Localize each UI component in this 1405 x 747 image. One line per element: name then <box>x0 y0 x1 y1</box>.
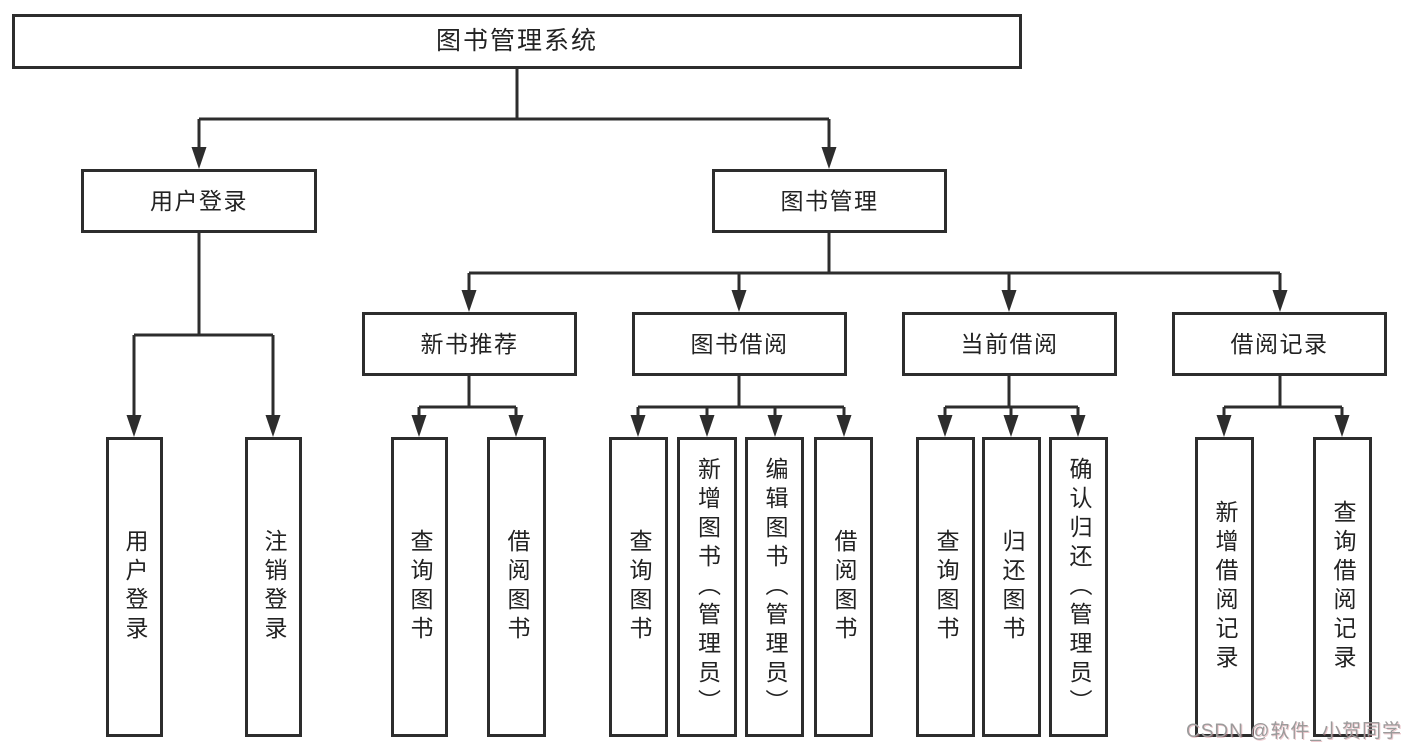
edge-root-to-level2 <box>197 69 831 149</box>
arrowhead <box>1070 415 1086 437</box>
arrowhead <box>1334 415 1350 437</box>
edge-borrow-records-to-children <box>1222 376 1344 417</box>
arrowhead <box>411 415 427 437</box>
leaf-recommend-query-books: 查询图书 <box>391 437 448 737</box>
node-book-management: 图书管理 <box>712 169 947 233</box>
node-borrow-records: 借阅记录 <box>1172 312 1387 376</box>
node-new-book-recommend: 新书推荐 <box>362 312 577 376</box>
arrowhead <box>1003 415 1019 437</box>
arrowhead <box>731 290 747 312</box>
arrowhead <box>191 147 207 169</box>
edge-user-login-to-children <box>132 233 275 417</box>
leaf-current-return-books: 归还图书 <box>982 437 1041 737</box>
arrowhead <box>265 415 281 437</box>
edge-book-management-to-children <box>467 233 1282 292</box>
arrowhead <box>767 415 783 437</box>
arrowhead <box>1272 290 1288 312</box>
arrowhead <box>1001 290 1017 312</box>
leaf-user-login: 用户登录 <box>106 437 163 737</box>
arrowhead <box>1216 415 1232 437</box>
arrowhead <box>508 415 524 437</box>
node-user-login: 用户登录 <box>81 169 317 233</box>
csdn-watermark: CSDN @软件_小贺同学 <box>1186 721 1402 742</box>
leaf-current-query-books: 查询图书 <box>916 437 975 737</box>
arrowhead <box>630 415 646 437</box>
leaf-current-confirm-return-admin: 确认归还（管理员） <box>1049 437 1108 737</box>
arrowhead <box>836 415 852 437</box>
leaf-borrow-borrow-books: 借阅图书 <box>814 437 873 737</box>
edge-current-borrowing-to-children <box>943 376 1080 417</box>
arrowhead <box>461 290 477 312</box>
leaf-borrow-add-books-admin: 新增图书（管理员） <box>677 437 737 737</box>
edge-book-borrowing-to-children <box>636 376 846 417</box>
leaf-records-query-borrow-record: 查询借阅记录 <box>1313 437 1372 737</box>
arrowhead <box>126 415 142 437</box>
leaf-records-add-borrow-record: 新增借阅记录 <box>1195 437 1254 737</box>
node-library-system: 图书管理系统 <box>12 14 1022 69</box>
leaf-recommend-borrow-books: 借阅图书 <box>487 437 546 737</box>
node-book-borrowing: 图书借阅 <box>632 312 847 376</box>
leaf-borrow-query-books: 查询图书 <box>609 437 668 737</box>
node-current-borrowing: 当前借阅 <box>902 312 1117 376</box>
leaf-borrow-edit-books-admin: 编辑图书（管理员） <box>745 437 804 737</box>
leaf-logout: 注销登录 <box>245 437 302 737</box>
arrowhead <box>821 147 837 169</box>
arrowhead <box>699 415 715 437</box>
arrowhead <box>937 415 953 437</box>
edge-new-book-recommend-to-children <box>417 376 518 417</box>
